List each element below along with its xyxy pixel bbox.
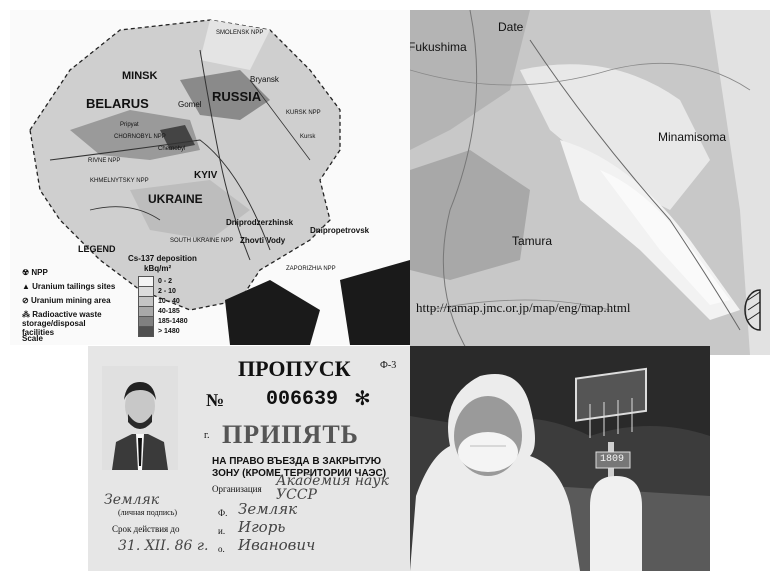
label-date: Date — [498, 20, 524, 34]
cs137-class-label: 2 - 10 — [158, 287, 176, 295]
npp-icon: ☢ — [22, 268, 32, 277]
label-minsk: MINSK — [122, 70, 158, 82]
monitoring-station-photo: 1809 — [410, 346, 710, 571]
label-tamura: Tamura — [512, 234, 553, 248]
label-chernobyl: Chernobyl — [158, 146, 186, 152]
cs137-unit: kBq/m² — [144, 264, 172, 273]
label-dniprodzerzhinsk: Dniprodzerzhinsk — [226, 218, 294, 227]
label-dnipropetrovsk: Dnipropetrovsk — [310, 226, 370, 235]
label-kursk: Kursk — [300, 134, 316, 140]
pass-i-label: и. — [218, 526, 226, 536]
meter-reading: 1809 — [600, 454, 625, 465]
pass-zone-line1: НА ПРАВО ВЪЕЗДА В ЗАКРЫТУЮ — [212, 456, 382, 467]
star-icon: ✻ — [354, 388, 371, 410]
cs137-class-label: 185-1480 — [158, 317, 188, 325]
label-zhovti-vody: Zhovti Vody — [240, 236, 286, 245]
triangle-icon: ▲ — [22, 282, 33, 291]
pass-first-name: Игорь — [238, 518, 286, 536]
pass-signature: Земляк — [104, 492, 160, 508]
label-smolensk-npp: SMOLENSK NPP — [216, 30, 264, 36]
cs137-class-label: > 1480 — [158, 327, 180, 335]
label-south-ukraine-npp: SOUTH UKRAINE NPP — [170, 238, 234, 244]
cs137-class-label: 0 - 2 — [158, 277, 173, 285]
cs137-legend-scale: 0 - 2 2 - 10 10 - 40 40-185 185-1480 > 1480 — [138, 275, 188, 337]
pass-org-label: Организация — [212, 484, 262, 494]
pass-city: ПРИПЯТЬ — [222, 420, 359, 449]
label-russia: RUSSIA — [212, 89, 262, 104]
cs137-class-row: 10 - 40 — [138, 295, 188, 307]
photo-shapes — [410, 346, 710, 571]
label-kursk-npp: KURSK NPP — [286, 110, 321, 116]
pass-sig-label: (личная подпись) — [118, 508, 178, 517]
map1-shapes — [29, 19, 410, 345]
pass-validity-label: Срок действия до — [112, 524, 180, 534]
cs137-title: Cs-137 deposition — [128, 254, 197, 263]
pass-number: 006639 — [266, 388, 339, 411]
pass-o-label: о. — [218, 544, 225, 554]
hatched-circle-icon: ⊘ — [22, 296, 31, 305]
label-rivne-npp: RIVNE NPP — [88, 158, 121, 164]
pass-title: ПРОПУСК — [238, 356, 351, 381]
cs137-class-swatch — [138, 325, 154, 337]
legend-npp: ☢ NPP — [22, 268, 48, 277]
label-minamisoma: Minamisoma — [658, 130, 727, 144]
pass-number-prefix: № — [206, 390, 225, 410]
pass-validity-value: 31. XII. 86 г. — [118, 538, 209, 554]
source-url: http://ramap.jmc.or.jp/map/eng/map.html — [416, 300, 631, 315]
waste-icon: ⁂ — [22, 310, 33, 319]
chernobyl-contamination-map: MINSK BELARUS RUSSIA Gomel Bryansk KYIV … — [10, 10, 410, 345]
label-pripyat: Pripyat — [120, 122, 139, 128]
cs137-class-label: 40-185 — [158, 307, 180, 315]
label-fukushima: Fukushima — [410, 40, 467, 54]
legend-tailings: ▲ Uranium tailings sites — [22, 282, 116, 291]
cs137-class-row: 0 - 2 — [138, 275, 188, 287]
pripyat-pass-document: ПРОПУСК Ф-3 № 006639 ✻ г. ПРИПЯТЬ НА ПРА… — [88, 346, 410, 571]
pass-f-label: Ф. — [218, 508, 228, 518]
label-gomel: Gomel — [178, 100, 202, 109]
pass-surname: Земляк — [238, 500, 298, 518]
label-zaporizhia-npp: ZAPORIZHIA NPP — [286, 266, 336, 272]
legend-title: LEGEND — [78, 244, 116, 254]
legend-mining-area: ⊘ Uranium mining area — [22, 296, 111, 305]
legend-waste: ⁂ Radioactive waste storage/disposal fac… — [22, 310, 102, 337]
label-belarus: BELARUS — [86, 96, 149, 111]
cs137-class-row: 40-185 — [138, 305, 188, 317]
pass-org-value: Академия наук УССР — [276, 473, 389, 503]
label-ukraine: UKRAINE — [148, 192, 203, 206]
pass-patronymic: Иванович — [238, 536, 316, 554]
fukushima-contamination-map: Date Fukushima Minamisoma Tamura http://… — [410, 10, 770, 355]
pass-city-prefix: г. — [204, 430, 210, 441]
label-khmelnytsky-npp: KHMELNYTSKY NPP — [90, 178, 149, 184]
legend-scale: Scale — [22, 334, 43, 343]
label-kyiv: KYIV — [194, 170, 218, 181]
cs137-class-row: > 1480 — [138, 325, 188, 337]
label-bryansk: Bryansk — [250, 75, 279, 84]
pass-form-code: Ф-3 — [380, 360, 397, 371]
cs137-class-row: 185-1480 — [138, 315, 188, 327]
pass-zone-line2: ЗОНУ (КРОМЕ ТЕРРИТОРИИ ЧАЭС) — [212, 468, 387, 479]
cs137-class-label: 10 - 40 — [158, 297, 180, 305]
cs137-class-row: 2 - 10 — [138, 285, 188, 297]
label-chornobyl-npp: CHORNOBYL NPP — [114, 134, 166, 140]
pass-photo — [102, 366, 178, 470]
map2-shapes — [410, 10, 770, 355]
